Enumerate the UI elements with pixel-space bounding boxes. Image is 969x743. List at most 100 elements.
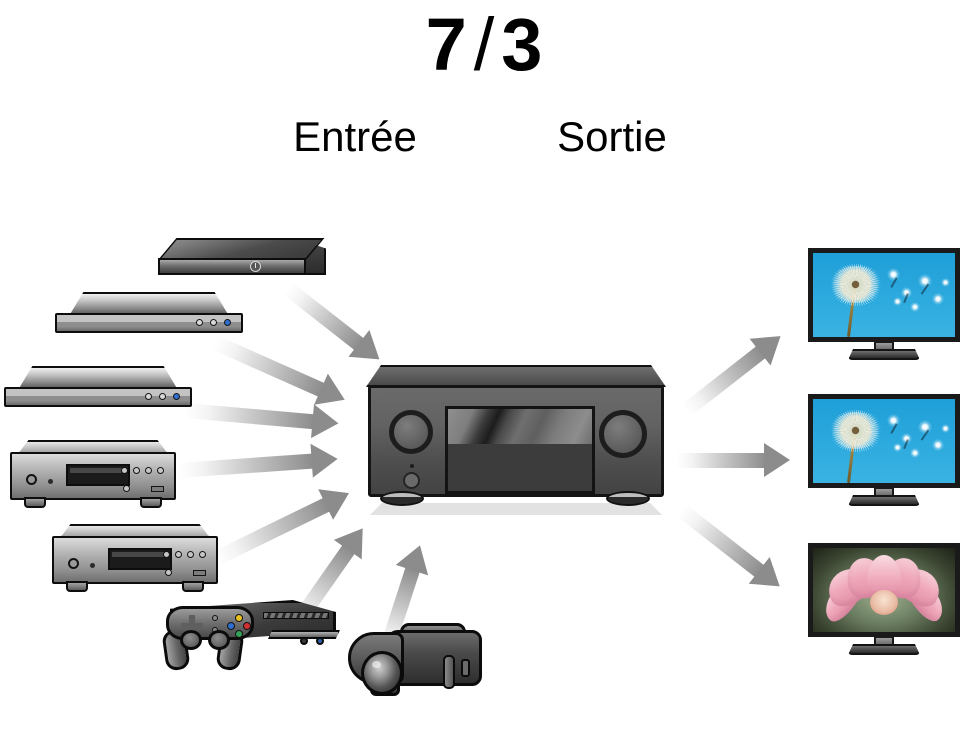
arrow-head <box>310 441 339 478</box>
volume-knob-icon[interactable] <box>599 410 647 458</box>
player-indicator-icon <box>224 319 231 326</box>
output-arrow-3 <box>670 494 801 609</box>
player-button-icon <box>196 319 203 326</box>
receiver-display <box>445 406 595 494</box>
seed-icon <box>909 301 920 312</box>
console-port-icon <box>316 637 324 645</box>
cd-button-icon <box>133 467 140 474</box>
output-label: Sortie <box>557 113 667 160</box>
output-device-tv-1[interactable] <box>808 248 960 362</box>
dandelion-head <box>831 266 880 304</box>
input-device-tuner[interactable] <box>52 524 218 598</box>
receiver-shadow <box>370 503 662 515</box>
analog-stick-left-icon <box>180 630 202 650</box>
display-glass <box>448 409 592 447</box>
cd-player-display <box>66 464 130 486</box>
player-buttons <box>145 393 180 400</box>
cd-button-icon <box>145 467 152 474</box>
port-count-heading: 7/3 <box>0 8 969 82</box>
input-device-game-console[interactable] <box>160 592 350 674</box>
cd-button-icon <box>123 485 130 492</box>
player-top <box>18 366 178 390</box>
output-device-tv-3[interactable] <box>808 543 960 657</box>
cd-button-icon <box>121 467 128 474</box>
seed-icon <box>901 286 913 298</box>
input-device-dvd-player[interactable] <box>4 366 192 414</box>
gamepad-face-buttons <box>227 614 251 638</box>
tuner-button-icon <box>187 551 194 558</box>
camcorder-lens-barrel <box>348 632 404 695</box>
player-front <box>55 313 243 333</box>
lotus-inner-petal <box>866 554 902 592</box>
screen-image-lotus <box>813 548 955 632</box>
lotus-center <box>869 590 899 616</box>
console-port-icon <box>300 637 308 645</box>
player-button-icon <box>145 393 152 400</box>
seed-icon <box>932 293 945 306</box>
cd-player-slot <box>151 486 164 492</box>
cd-player-foot-left <box>24 497 46 508</box>
arrow-head <box>311 404 340 441</box>
count-separator: / <box>473 3 496 86</box>
input-device-camcorder[interactable] <box>340 620 492 702</box>
input-label: Entrée <box>293 113 417 160</box>
player-front <box>4 387 192 407</box>
button-red-icon <box>243 622 251 630</box>
output-device-tv-2[interactable] <box>808 394 960 508</box>
gamepad-system-button-icon <box>212 615 218 621</box>
player-button-icon <box>210 319 217 326</box>
tuner-button-icon <box>199 551 206 558</box>
camcorder-panel <box>461 659 470 677</box>
input-device-blu-ray-player[interactable] <box>55 292 243 340</box>
seed-icon <box>892 296 902 306</box>
input-device-set-top-box[interactable] <box>158 238 330 288</box>
button-yellow-icon <box>235 614 243 622</box>
tuner-foot-left <box>66 581 88 592</box>
tv-stand-base <box>848 495 920 506</box>
arrow-shaft <box>681 344 767 416</box>
cd-player-knob-icon <box>26 474 37 485</box>
power-icon <box>250 261 261 272</box>
arrow-shaft <box>211 335 326 397</box>
tuner-button-icon <box>165 569 172 576</box>
camera-lens-icon <box>361 651 403 695</box>
tuner-knob-icon <box>68 558 79 569</box>
receiver-foot-left <box>380 491 424 506</box>
cd-player-front <box>10 452 176 500</box>
cd-player-led-icon <box>48 479 53 484</box>
av-receiver[interactable] <box>358 365 674 515</box>
seed-icon <box>940 278 950 288</box>
output-arrow-2 <box>676 440 798 480</box>
power-button[interactable] <box>403 472 420 489</box>
arrow-shaft <box>184 402 316 429</box>
tv-stand-base <box>848 644 920 655</box>
set-top-box-front <box>158 258 306 275</box>
button-blue-icon <box>227 622 235 630</box>
seed-icon <box>940 424 950 434</box>
arrow-shaft <box>212 496 331 565</box>
camcorder-grip <box>443 655 455 689</box>
gamepad[interactable] <box>160 606 260 672</box>
output-count: 3 <box>501 3 544 86</box>
button-green-icon <box>235 630 243 638</box>
player-indicator-icon <box>173 393 180 400</box>
input-count: 7 <box>425 3 468 86</box>
tuner-button-icon <box>175 551 182 558</box>
seed-icon <box>909 447 920 458</box>
input-selector-knob-icon[interactable] <box>389 410 433 454</box>
arrow-head <box>395 540 437 576</box>
player-button-icon <box>159 393 166 400</box>
tuner-slot <box>193 570 206 576</box>
analog-stick-right-icon <box>208 630 230 650</box>
tuner-buttons <box>163 551 206 558</box>
arrow-shaft <box>677 504 766 578</box>
arrow-shaft <box>676 452 766 468</box>
tv-screen <box>808 248 960 342</box>
screen-image-dandelion <box>813 253 955 337</box>
cd-player-foot-right <box>140 497 162 508</box>
receiver-top-panel <box>366 365 666 387</box>
tv-screen <box>808 394 960 488</box>
arrow-shaft <box>283 282 366 351</box>
input-device-cd-player[interactable] <box>10 440 176 514</box>
cd-button-icon <box>157 467 164 474</box>
